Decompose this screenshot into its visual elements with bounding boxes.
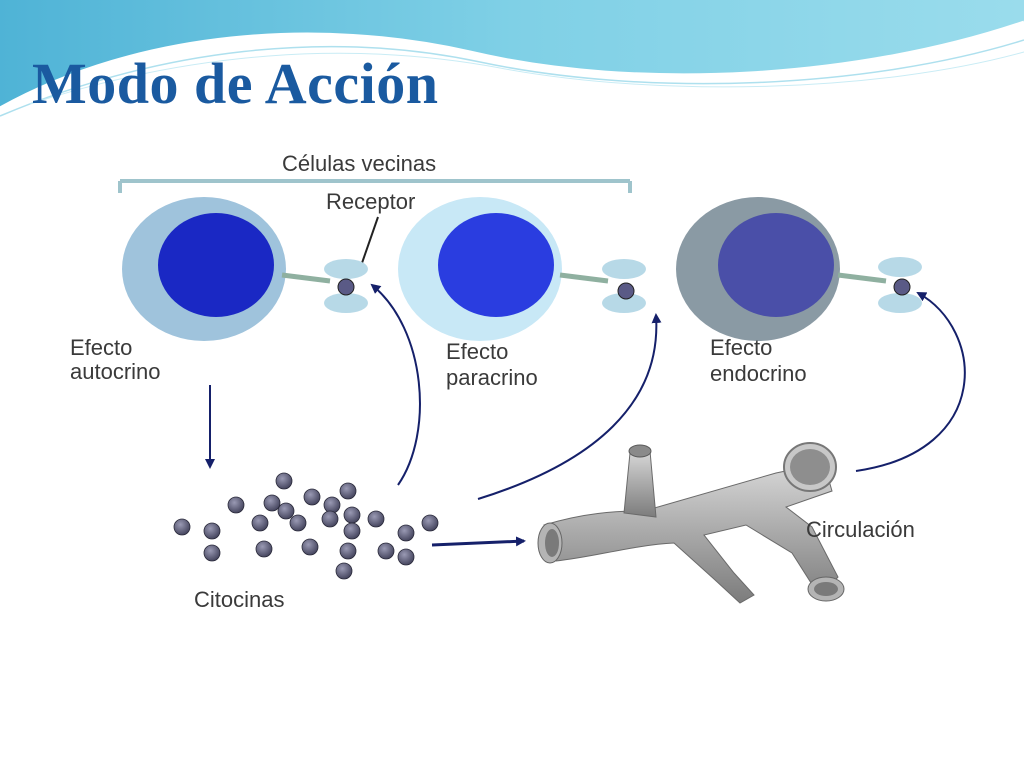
cell-endocrine <box>676 197 840 341</box>
cell-autocrine <box>122 197 286 341</box>
endocrine-label-line1: Efecto <box>710 335 772 360</box>
cell-paracrine <box>398 197 562 341</box>
cytokine-particles <box>173 472 439 580</box>
receptor-icon-2 <box>559 259 646 313</box>
cytokines-label: Citocinas <box>194 587 284 612</box>
cytokine-action-diagram: Células vecinas Receptor Efecto autocrin… <box>70 151 966 612</box>
paracrine-label-line2: paracrino <box>446 365 538 390</box>
neighbor-cells-label: Células vecinas <box>282 151 436 176</box>
circulation-arrow <box>431 536 526 547</box>
autocrine-label-line1: Efecto <box>70 335 132 360</box>
receptor-pointer-line <box>361 216 379 264</box>
receptor-icon-3 <box>837 257 922 313</box>
paracrine-arrow <box>477 313 662 500</box>
blood-vessel <box>537 442 845 604</box>
receptor-label: Receptor <box>326 189 415 214</box>
endocrine-arrow <box>855 292 966 472</box>
header-wave-decoration <box>0 0 1024 117</box>
circulation-label: Circulación <box>806 517 915 542</box>
autocrine-feedback-arrow <box>370 283 421 486</box>
paracrine-label-line1: Efecto <box>446 339 508 364</box>
slide-title: Modo de Acción <box>32 51 439 116</box>
autocrine-label-line2: autocrino <box>70 359 161 384</box>
receptor-icon-1 <box>281 259 368 313</box>
endocrine-label-line2: endocrino <box>710 361 807 386</box>
